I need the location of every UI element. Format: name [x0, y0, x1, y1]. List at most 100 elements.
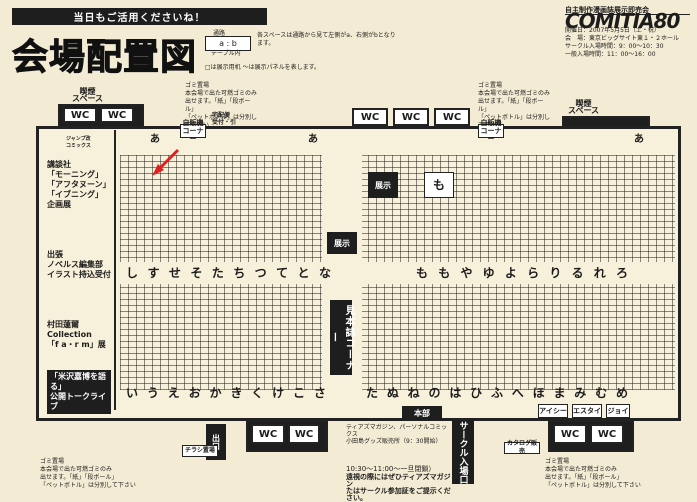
- row-letter: れ: [593, 266, 606, 280]
- row-letter: ゆ: [482, 266, 495, 280]
- smoking-space-right: 喫煙 スペース: [568, 99, 600, 115]
- row-letter: な: [318, 266, 331, 280]
- row-letter: や: [460, 266, 473, 280]
- row-letter: ま: [553, 386, 566, 400]
- wc-bottom-1: WC: [251, 424, 285, 444]
- row-letter: い: [126, 386, 139, 400]
- aisle-middle: [120, 262, 675, 284]
- row-letter: ふ: [490, 386, 503, 400]
- row-letter: ろ: [615, 266, 628, 280]
- row-letter: る: [571, 266, 584, 280]
- murata-exhibit: 村田蓮爾 Collection 「f a・r m」展: [47, 320, 106, 349]
- wc-bottom-4: WC: [590, 424, 624, 444]
- event-date: 開催日：2007年5月5日（土・祝）: [565, 27, 660, 34]
- row-letter: き: [230, 386, 243, 400]
- row-letter: も: [416, 266, 429, 280]
- smoking-space-left: 喫煙 スペース: [72, 87, 104, 103]
- upper-row-letters-left: し す せ そ た ち つ て と な: [126, 264, 331, 281]
- row-letter: ら: [527, 266, 540, 280]
- general-time: 一般入場時間：11：00〜16：00: [565, 51, 656, 58]
- row-letter: め: [615, 386, 628, 400]
- row-letter: む: [595, 386, 608, 400]
- upper-row-letters-right: も も や ゆ よ ら り る れ ろ: [416, 264, 628, 281]
- circle-time: サークル入場時間：9：00〜10：30: [565, 43, 664, 50]
- row-letter: は: [449, 386, 462, 400]
- organizer: 自主制作漫画誌展示即売会: [565, 6, 690, 15]
- row-letter: て: [276, 266, 289, 280]
- row-letter: え: [167, 386, 180, 400]
- trash-note-bottom-right: ゴミ置場 本会場で出た可燃ゴミのみ 出せます。「紙」「段ボール」 「ペットボトル…: [545, 458, 641, 489]
- aisy-booth: アイシー: [538, 404, 568, 418]
- joi-booth: ジョイ: [606, 404, 630, 418]
- row-letter: す: [147, 266, 160, 280]
- row-letter: と: [297, 266, 310, 280]
- mo-box: も: [424, 172, 454, 198]
- wc-bottom-3: WC: [553, 424, 587, 444]
- row-letter: ほ: [532, 386, 545, 400]
- wc-bottom-2: WC: [288, 424, 320, 444]
- circle-entrance: サークル入場口: [452, 420, 474, 484]
- row-letter: の: [428, 386, 441, 400]
- row-letter: み: [574, 386, 587, 400]
- trash-note-bottom-left: ゴミ置場 本会場で出た可燃ゴミのみ 出せます。「紙」「段ボール」 「ペットボトル…: [40, 458, 136, 489]
- row-letter: く: [251, 386, 264, 400]
- row-letter: こ: [293, 386, 306, 400]
- esutai-booth: エスタイ: [572, 404, 602, 418]
- jihanki-corner-right: 自販機 コーナー: [478, 119, 504, 143]
- row-letter: ち: [233, 266, 246, 280]
- row-letter: も: [438, 266, 451, 280]
- wc-left-1: WC: [63, 107, 97, 123]
- chirashi-area: チラシ置場: [182, 445, 218, 457]
- row-letter: へ: [511, 386, 524, 400]
- row-letter: ね: [407, 386, 420, 400]
- catalog-sales: カタログ販売: [504, 440, 540, 455]
- wc-top-3: WC: [434, 108, 470, 126]
- exhibit-box-center: 展示: [327, 232, 357, 254]
- jihanki-corner-left: 自販機 コーナー: [180, 119, 206, 143]
- row-letter: り: [549, 266, 562, 280]
- wc-top-1: WC: [352, 108, 388, 126]
- event-info: 自主制作漫画誌展示即売会 COMITIA80 開催日：2007年5月5日（土・祝…: [565, 6, 690, 59]
- legend-desc: 各スペースは通路から見て左側がa、右側がbとなります。: [257, 32, 396, 47]
- row-letter: よ: [504, 266, 517, 280]
- page-title: 会場配置図: [11, 37, 198, 79]
- legend-sub: テーブル内: [211, 50, 241, 57]
- yonezawa-talk: 「米沢嘉博を語る」 公開トークライブ: [47, 370, 111, 414]
- teear-sales: ティアズマガジン、パーソナルコミックス 小田島グッズ販売所（9：30開始）: [346, 424, 448, 445]
- row-letter: そ: [190, 266, 203, 280]
- row-letter: ぬ: [386, 386, 399, 400]
- row-letter: か: [209, 386, 222, 400]
- legend-label: 通路: [213, 30, 226, 37]
- legend-box: a : b: [205, 36, 251, 51]
- novels-exhibit: 出張 ノベルス編集部 イラスト持込受付: [47, 250, 111, 279]
- lower-row-letters-right: た ぬ ね の は ひ ふ へ ほ ま み む め: [366, 384, 628, 401]
- wc-left-2: WC: [100, 107, 134, 123]
- row-letter: た: [211, 266, 224, 280]
- row-letter: つ: [254, 266, 267, 280]
- header-banner: 当日もご活用くださいね！: [12, 8, 267, 25]
- schedule-note: 10:30〜11:00〜一旦閉鎖）: [346, 465, 436, 473]
- row-letter: う: [146, 386, 159, 400]
- takuhai-desk: 宅配便 受付・引: [212, 112, 237, 126]
- row-letter: け: [272, 386, 285, 400]
- row-letter: し: [126, 266, 139, 280]
- row-a-mid: あ: [308, 134, 318, 145]
- mihon-corner: 見本誌コーナー: [328, 300, 354, 375]
- event-venue: 会 場：東京ビッグサイト東１・２ホール: [565, 35, 680, 42]
- honbu: 本部: [402, 406, 442, 420]
- legend-note: □は展示用机 〜は展示パネルを表します。: [205, 64, 320, 71]
- legend: 通路 a : b テーブル内 各スペースは通路から見て左側がa、右側がbとなりま…: [205, 30, 405, 75]
- lower-row-letters-left: い う え お か き く け こ さ: [126, 384, 326, 401]
- row-letter: た: [366, 386, 379, 400]
- row-a-right: あ: [634, 134, 644, 145]
- kodansha-exhibit: 講談社 「モーニング」 「アフタヌーン」 「イブニング」 企画展: [47, 160, 111, 209]
- event-logo: COMITIA80: [565, 9, 680, 33]
- red-arrow-icon: [152, 148, 180, 176]
- wc-top-2: WC: [393, 108, 429, 126]
- row-letter: せ: [168, 266, 181, 280]
- exhibit-box-upper: 展示: [368, 172, 398, 198]
- row-letter: ひ: [470, 386, 483, 400]
- side-panel: ジャンプ改 コミックス 講談社 「モーニング」 「アフタヌーン」 「イブニング」…: [44, 130, 116, 414]
- jump-exhibit: ジャンプ改 コミックス: [66, 136, 91, 149]
- row-letter: お: [188, 386, 201, 400]
